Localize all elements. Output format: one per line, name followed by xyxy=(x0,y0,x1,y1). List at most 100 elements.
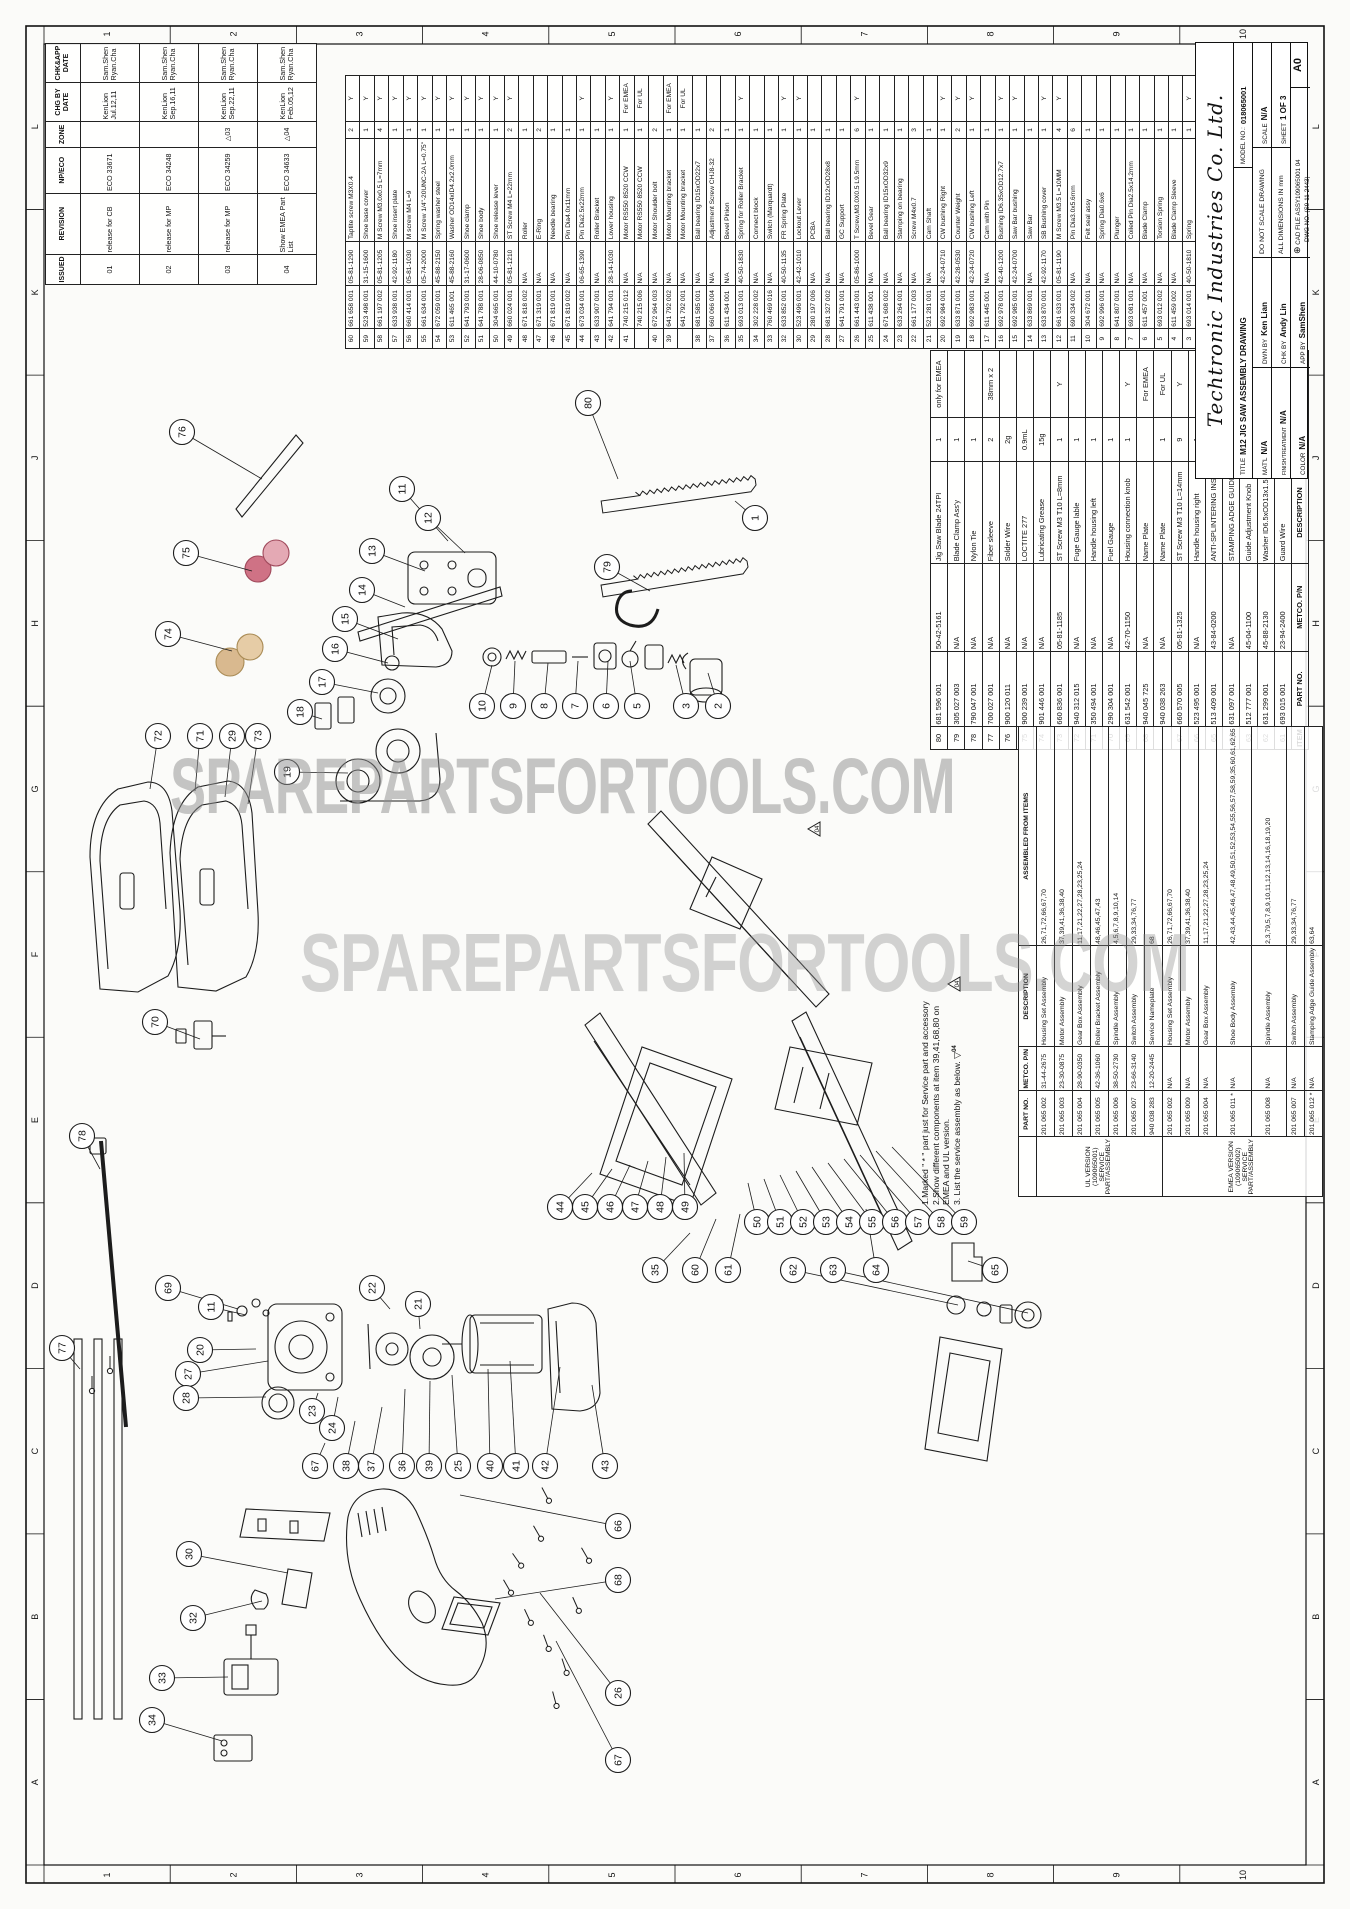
balloon-number: 58 xyxy=(936,1216,948,1228)
stamping-edge-guide-part xyxy=(774,1011,913,1251)
balloon-number: 21 xyxy=(413,1298,425,1310)
balloon-callout xyxy=(172,539,200,567)
balloon-callout xyxy=(444,1452,472,1480)
lower-housing-part xyxy=(547,1302,601,1412)
no-scale-cell: DO NOT SCALE DRAWING xyxy=(1253,148,1271,258)
grease-part xyxy=(215,633,264,677)
shoe-assembly-parts xyxy=(584,1012,733,1207)
zone-letter: L xyxy=(30,124,40,129)
cw-bushing-part xyxy=(314,702,332,730)
balloon-number: 71 xyxy=(195,730,207,742)
balloon-number: 67 xyxy=(310,1460,322,1472)
solder-wire-part xyxy=(235,434,304,518)
balloon-callout xyxy=(714,1256,742,1284)
balloon-callout xyxy=(308,668,336,696)
company-name: Techtronic Industries Co. Ltd. xyxy=(1202,93,1227,428)
jigsaw-blade-part xyxy=(600,474,757,514)
balloon-number: 27 xyxy=(183,1368,195,1380)
zone-number: 6 xyxy=(733,1872,743,1877)
balloon-number: 74 xyxy=(163,628,175,640)
leader-line xyxy=(181,431,263,480)
balloon-callout xyxy=(388,475,416,503)
balloon-number: 17 xyxy=(317,676,329,688)
handle-housing-left-part xyxy=(89,780,259,993)
balloon-number: 20 xyxy=(195,1344,207,1356)
balloon-callout xyxy=(819,1256,847,1284)
balloon-number: 70 xyxy=(150,1016,162,1028)
balloon-number: 54 xyxy=(844,1216,856,1228)
balloon-number: 41 xyxy=(511,1460,523,1472)
revision-flag-icon xyxy=(947,976,961,992)
revision-flag-icon: ▽04 xyxy=(952,1045,963,1059)
zone-number: 1 xyxy=(102,31,112,36)
balloon-callout xyxy=(561,692,589,720)
note-line: 2.Show different components at item 39,4… xyxy=(930,1005,952,1205)
leader-line xyxy=(187,1360,269,1375)
app-cell: APP BYSamShen xyxy=(1291,258,1310,368)
zone-letter: C xyxy=(1311,1447,1321,1454)
svc-row: UL VERSION (109065001) SERVICE PART/ASSE… xyxy=(1036,726,1163,1197)
sheet-cell: SHEET1 OF 3 xyxy=(1272,43,1290,148)
balloon-callout xyxy=(301,1452,329,1480)
balloon-number: 77 xyxy=(57,1342,69,1354)
balloon-number: 67 xyxy=(613,1754,625,1766)
sheet-size: A0 xyxy=(1291,43,1310,88)
balloon-callout xyxy=(357,1452,385,1480)
balloon-callout xyxy=(604,1566,632,1594)
zone-letter: J xyxy=(30,456,40,461)
screw-part xyxy=(503,1579,515,1596)
screw-part xyxy=(533,1525,545,1542)
balloon-number: 72 xyxy=(153,730,165,742)
scale-cell: SCALEN/A xyxy=(1253,43,1271,148)
balloon-number: 6 xyxy=(601,703,613,709)
balloon-number: 32 xyxy=(188,1612,200,1624)
drawing-title: M12 JIG SAW ASSEMBLY DRAWING xyxy=(1238,317,1248,455)
bushing-gear-parts xyxy=(370,655,406,714)
matl-cell: MAT'LN/A xyxy=(1260,440,1269,475)
balloon-callout xyxy=(321,635,349,663)
title-block: Techtronic Industries Co. Ltd. TITLE M12… xyxy=(1195,42,1310,479)
balloon-callout xyxy=(175,1540,203,1568)
balloon-number: 56 xyxy=(890,1216,902,1228)
balloon-number: 25 xyxy=(453,1460,465,1472)
balloon-callout xyxy=(141,1008,169,1036)
balloon-number: 40 xyxy=(485,1460,497,1472)
balloon-number: 13 xyxy=(367,545,379,557)
projection-symbol-icon: ⊕ xyxy=(1292,246,1302,254)
balloon-callout xyxy=(172,1384,200,1412)
balloon-callout xyxy=(672,692,700,720)
jigsaw-blade-part xyxy=(600,556,749,598)
balloon-number: 55 xyxy=(867,1216,879,1228)
zone-number: 3 xyxy=(355,31,365,36)
leader-line xyxy=(544,1366,561,1467)
finish-cell: FINISH/TREATMENTN/A xyxy=(1279,410,1288,475)
zone-number: 4 xyxy=(481,31,491,36)
balloon-callout xyxy=(218,722,246,750)
leader-line xyxy=(875,1150,942,1223)
balloon-number: 26 xyxy=(613,1687,625,1699)
screw-part xyxy=(572,1596,582,1614)
